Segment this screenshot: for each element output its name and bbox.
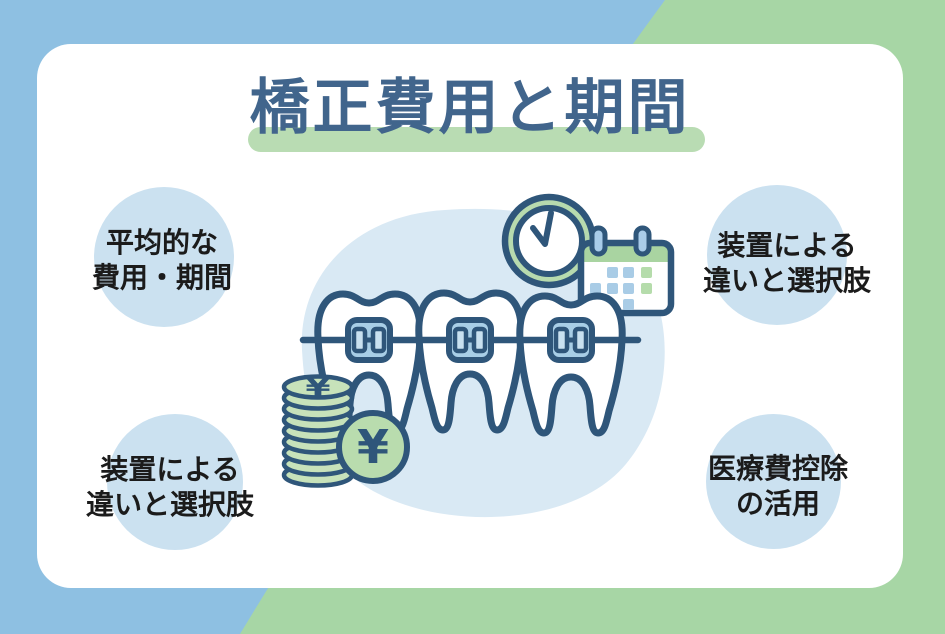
tooth-icon: [516, 292, 626, 437]
calendar-grid: [590, 267, 652, 310]
topic-line: 装置による: [717, 229, 857, 262]
topic-line: 違いと選択肢: [85, 488, 254, 521]
yen-coin-icon: ¥: [336, 410, 410, 484]
topic-label-device-options-top: 装置による 違いと選択肢: [657, 228, 917, 298]
infographic-title: 橋正費用と期間: [249, 73, 691, 143]
brace-bracket-icon: [345, 317, 393, 363]
title-highlight-bar: [248, 127, 705, 152]
topic-circle-top-right: [707, 185, 847, 325]
brace-bracket-icon: [446, 317, 494, 363]
topic-circle-top-left: [94, 187, 234, 327]
topic-line: 平均的な: [105, 226, 218, 259]
brace-bracket-icon: [547, 317, 595, 363]
topic-label-medical-deduction: 医療費控除 の活用: [648, 451, 908, 521]
topic-circle-bottom-right: [706, 414, 841, 549]
topic-line: 医療費控除: [707, 452, 848, 485]
yen-symbol-stack: ¥: [305, 374, 331, 403]
topic-line: 装置による: [100, 453, 240, 486]
topic-label-device-options-bottom: 装置による 違いと選択肢: [40, 452, 300, 522]
topic-line: の活用: [735, 487, 820, 520]
topic-line: 違いと選択肢: [702, 264, 871, 297]
topic-label-average-cost: 平均的な 費用・期間: [32, 225, 292, 295]
topic-line: 費用・期間: [91, 261, 232, 294]
yen-symbol-coin: ¥: [357, 420, 389, 474]
topic-circle-bottom-left: [107, 414, 243, 550]
teeth-braces-illustration: ¥ ¥: [281, 193, 675, 518]
